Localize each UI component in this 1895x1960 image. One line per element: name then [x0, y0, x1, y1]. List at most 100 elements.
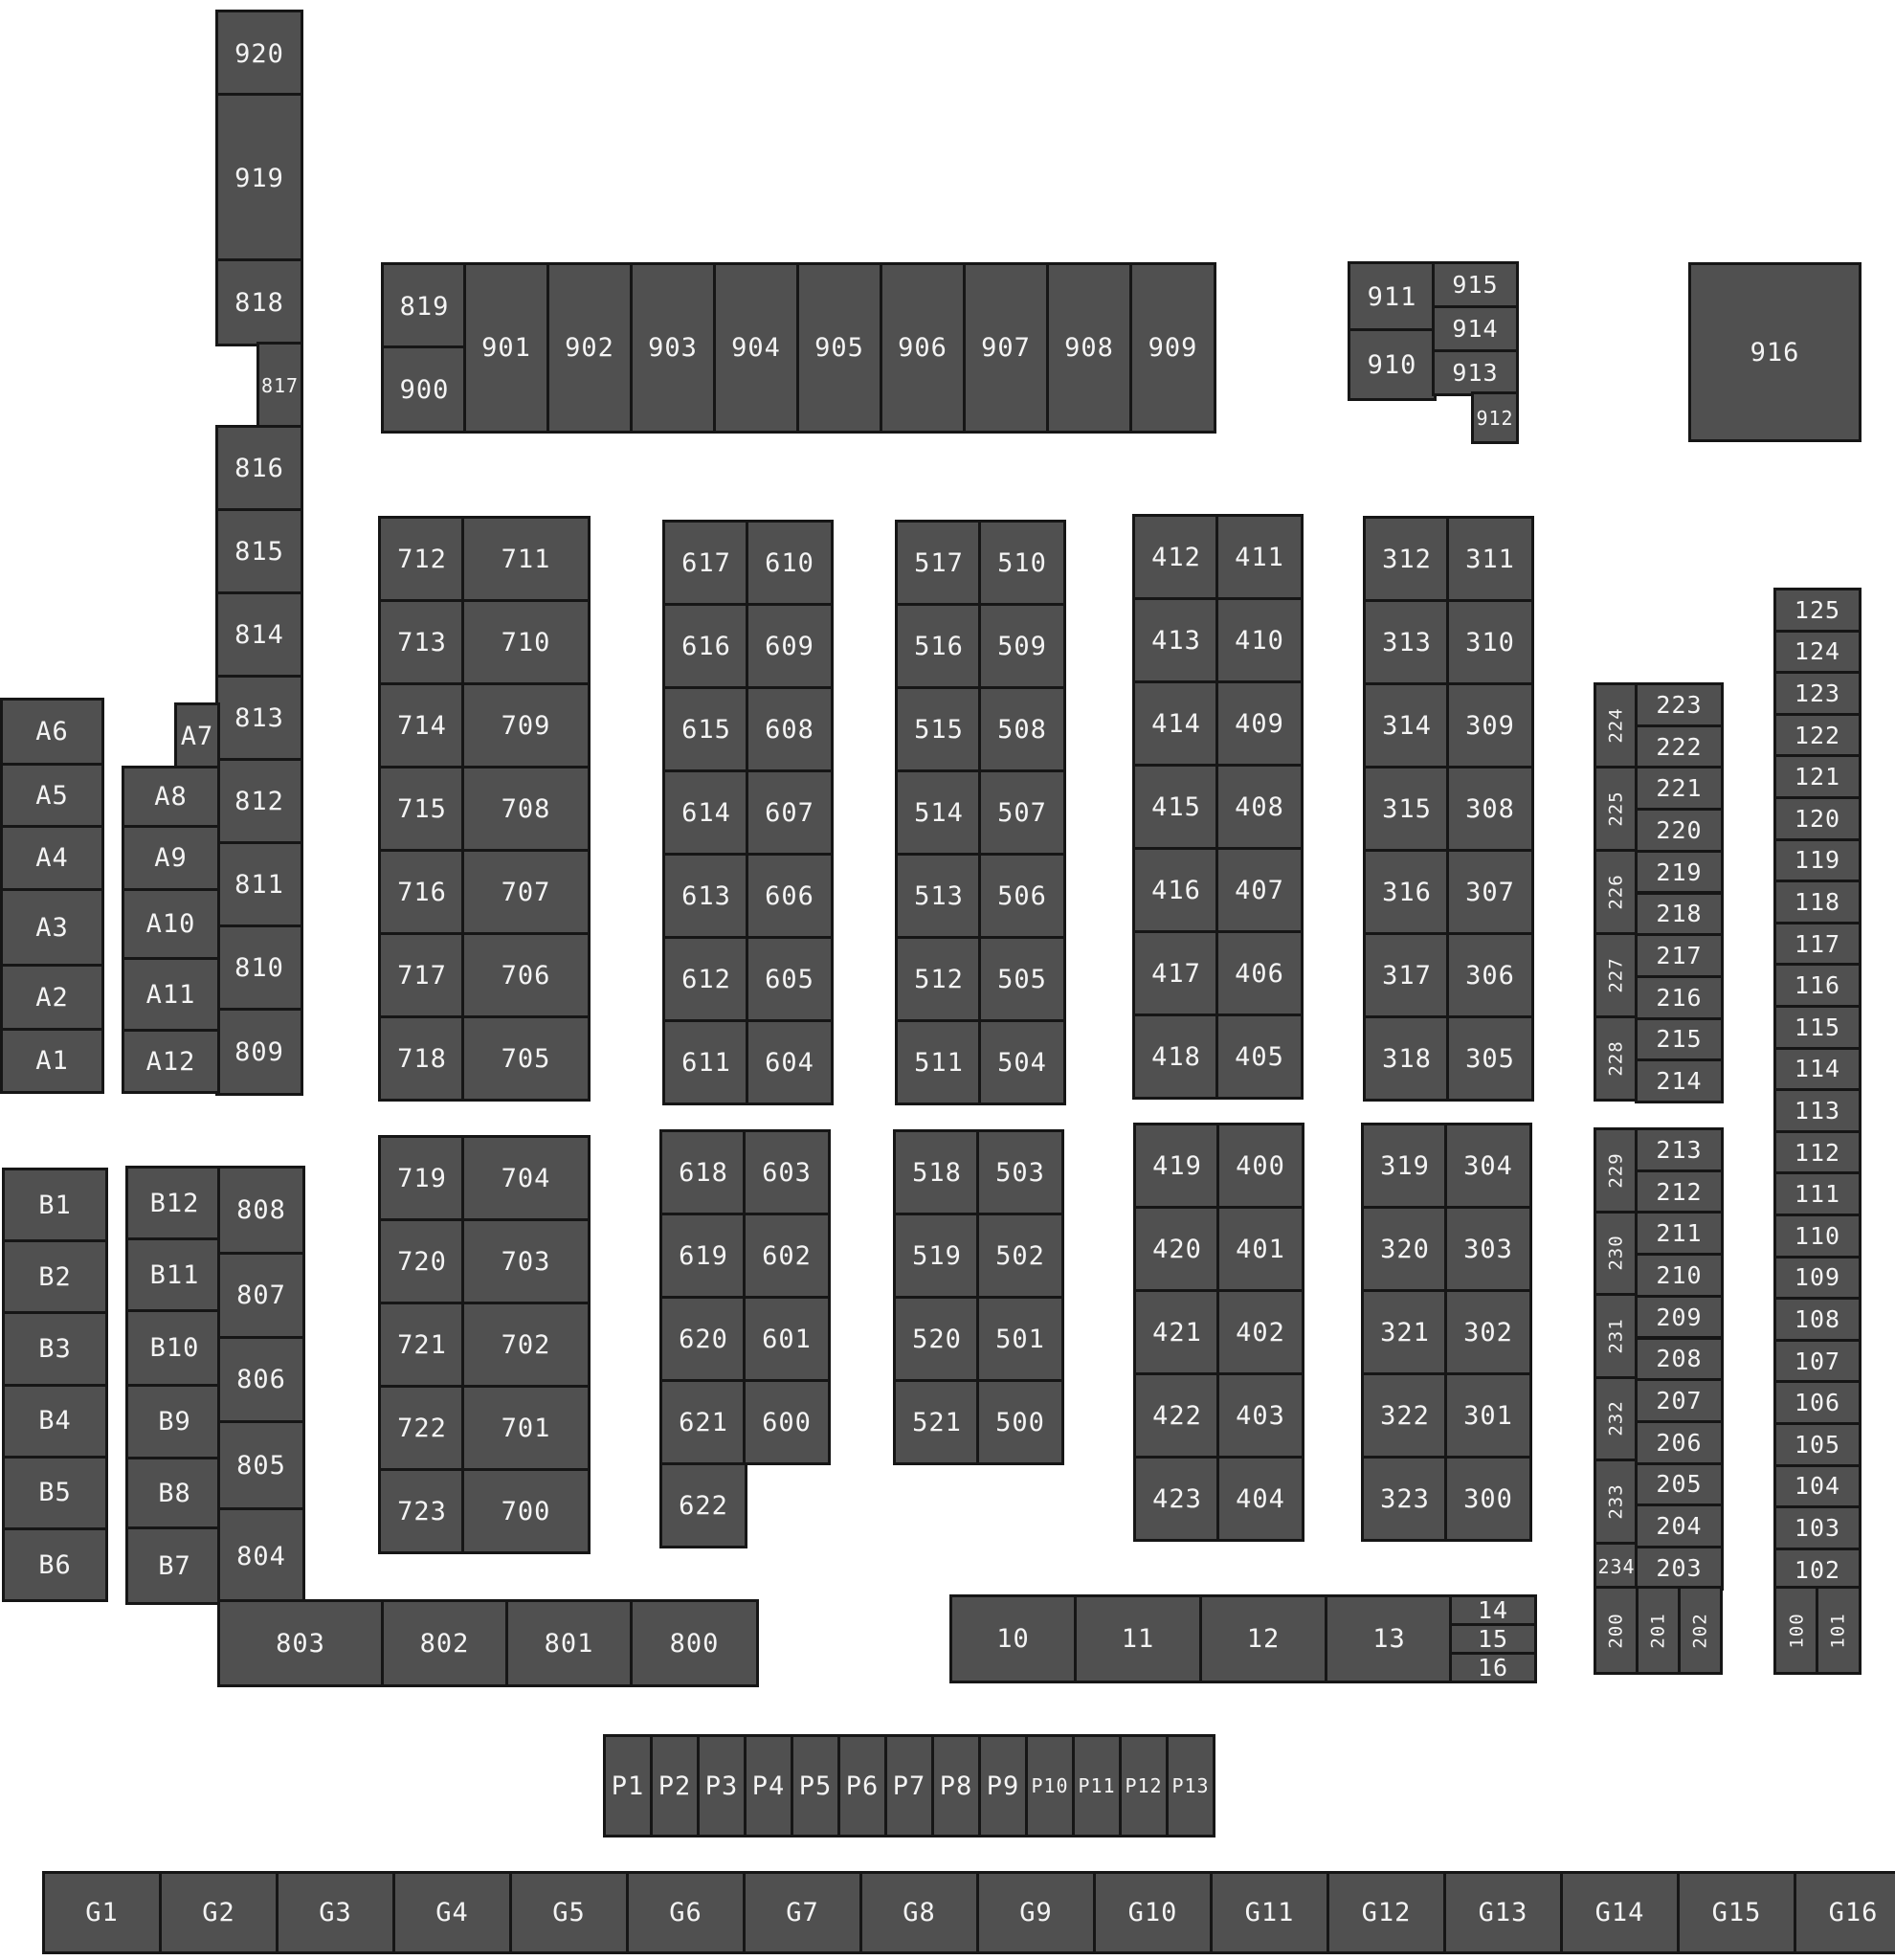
booth-p1[interactable]: P1 — [603, 1734, 653, 1838]
booth-618[interactable]: 618 — [659, 1129, 747, 1215]
booth-323[interactable]: 323 — [1361, 1456, 1449, 1542]
booth-109[interactable]: 109 — [1773, 1255, 1862, 1301]
booth-501[interactable]: 501 — [976, 1296, 1064, 1382]
booth-915[interactable]: 915 — [1432, 261, 1519, 308]
booth-g8[interactable]: G8 — [859, 1871, 979, 1954]
booth-p13[interactable]: P13 — [1166, 1734, 1215, 1838]
booth-106[interactable]: 106 — [1773, 1380, 1862, 1425]
booth-410[interactable]: 410 — [1215, 597, 1304, 683]
booth-403[interactable]: 403 — [1216, 1372, 1304, 1459]
booth-512[interactable]: 512 — [895, 936, 983, 1022]
booth-423[interactable]: 423 — [1133, 1456, 1221, 1542]
booth-117[interactable]: 117 — [1773, 921, 1862, 967]
booth-713[interactable]: 713 — [378, 599, 466, 685]
booth-14[interactable]: 14 — [1449, 1594, 1537, 1626]
booth-211[interactable]: 211 — [1635, 1211, 1724, 1257]
booth-218[interactable]: 218 — [1635, 891, 1724, 937]
booth-809[interactable]: 809 — [215, 1008, 303, 1096]
booth-519[interactable]: 519 — [893, 1213, 981, 1299]
booth-904[interactable]: 904 — [713, 262, 799, 434]
booth-g11[interactable]: G11 — [1210, 1871, 1329, 1954]
booth-p7[interactable]: P7 — [884, 1734, 934, 1838]
booth-b1[interactable]: B1 — [2, 1168, 108, 1243]
booth-722[interactable]: 722 — [378, 1385, 466, 1471]
booth-226[interactable]: 226 — [1594, 849, 1639, 935]
booth-508[interactable]: 508 — [978, 686, 1066, 772]
booth-506[interactable]: 506 — [978, 853, 1066, 939]
booth-g16[interactable]: G16 — [1794, 1871, 1895, 1954]
booth-521[interactable]: 521 — [893, 1379, 981, 1465]
booth-119[interactable]: 119 — [1773, 837, 1862, 883]
booth-a8[interactable]: A8 — [122, 766, 220, 828]
booth-224[interactable]: 224 — [1594, 682, 1639, 768]
booth-317[interactable]: 317 — [1363, 932, 1451, 1018]
booth-704[interactable]: 704 — [461, 1135, 591, 1221]
booth-231[interactable]: 231 — [1594, 1293, 1639, 1379]
booth-a10[interactable]: A10 — [122, 888, 220, 960]
booth-b10[interactable]: B10 — [125, 1309, 224, 1387]
booth-g9[interactable]: G9 — [976, 1871, 1096, 1954]
booth-416[interactable]: 416 — [1132, 847, 1220, 933]
booth-304[interactable]: 304 — [1444, 1123, 1532, 1209]
booth-801[interactable]: 801 — [505, 1599, 633, 1687]
booth-g13[interactable]: G13 — [1443, 1871, 1563, 1954]
booth-311[interactable]: 311 — [1446, 516, 1534, 602]
booth-717[interactable]: 717 — [378, 932, 466, 1018]
booth-225[interactable]: 225 — [1594, 766, 1639, 852]
booth-816[interactable]: 816 — [215, 425, 303, 511]
booth-103[interactable]: 103 — [1773, 1505, 1862, 1550]
booth-302[interactable]: 302 — [1444, 1289, 1532, 1375]
booth-418[interactable]: 418 — [1132, 1013, 1220, 1100]
booth-504[interactable]: 504 — [978, 1019, 1066, 1105]
booth-g3[interactable]: G3 — [276, 1871, 395, 1954]
booth-320[interactable]: 320 — [1361, 1206, 1449, 1292]
booth-515[interactable]: 515 — [895, 686, 983, 772]
booth-815[interactable]: 815 — [215, 508, 303, 594]
booth-307[interactable]: 307 — [1446, 849, 1534, 935]
booth-412[interactable]: 412 — [1132, 514, 1220, 600]
booth-123[interactable]: 123 — [1773, 671, 1862, 716]
booth-901[interactable]: 901 — [463, 262, 549, 434]
booth-112[interactable]: 112 — [1773, 1129, 1862, 1175]
booth-a11[interactable]: A11 — [122, 957, 220, 1032]
booth-232[interactable]: 232 — [1594, 1375, 1639, 1461]
booth-700[interactable]: 700 — [461, 1468, 591, 1554]
booth-805[interactable]: 805 — [217, 1420, 305, 1510]
booth-902[interactable]: 902 — [546, 262, 633, 434]
booth-609[interactable]: 609 — [746, 603, 834, 689]
booth-608[interactable]: 608 — [746, 686, 834, 772]
booth-a1[interactable]: A1 — [0, 1028, 104, 1094]
booth-a5[interactable]: A5 — [0, 763, 104, 828]
booth-p4[interactable]: P4 — [744, 1734, 793, 1838]
booth-234[interactable]: 234 — [1594, 1542, 1639, 1591]
booth-912[interactable]: 912 — [1471, 391, 1519, 444]
booth-405[interactable]: 405 — [1215, 1013, 1304, 1100]
booth-107[interactable]: 107 — [1773, 1338, 1862, 1384]
booth-a7[interactable]: A7 — [174, 702, 220, 770]
booth-813[interactable]: 813 — [215, 675, 303, 761]
booth-706[interactable]: 706 — [461, 932, 591, 1018]
booth-202[interactable]: 202 — [1678, 1586, 1723, 1675]
booth-16[interactable]: 16 — [1449, 1652, 1537, 1683]
booth-a2[interactable]: A2 — [0, 964, 104, 1031]
booth-309[interactable]: 309 — [1446, 682, 1534, 768]
booth-510[interactable]: 510 — [978, 520, 1066, 606]
booth-219[interactable]: 219 — [1635, 849, 1724, 895]
booth-p12[interactable]: P12 — [1119, 1734, 1169, 1838]
booth-516[interactable]: 516 — [895, 603, 983, 689]
booth-811[interactable]: 811 — [215, 841, 303, 927]
booth-600[interactable]: 600 — [743, 1379, 831, 1465]
booth-712[interactable]: 712 — [378, 516, 466, 602]
booth-411[interactable]: 411 — [1215, 514, 1304, 600]
booth-a6[interactable]: A6 — [0, 698, 104, 766]
booth-a3[interactable]: A3 — [0, 888, 104, 967]
booth-707[interactable]: 707 — [461, 849, 591, 935]
booth-101[interactable]: 101 — [1816, 1586, 1862, 1675]
booth-200[interactable]: 200 — [1594, 1586, 1639, 1675]
booth-221[interactable]: 221 — [1635, 766, 1724, 812]
booth-406[interactable]: 406 — [1215, 930, 1304, 1016]
booth-723[interactable]: 723 — [378, 1468, 466, 1554]
booth-306[interactable]: 306 — [1446, 932, 1534, 1018]
booth-520[interactable]: 520 — [893, 1296, 981, 1382]
booth-806[interactable]: 806 — [217, 1336, 305, 1423]
